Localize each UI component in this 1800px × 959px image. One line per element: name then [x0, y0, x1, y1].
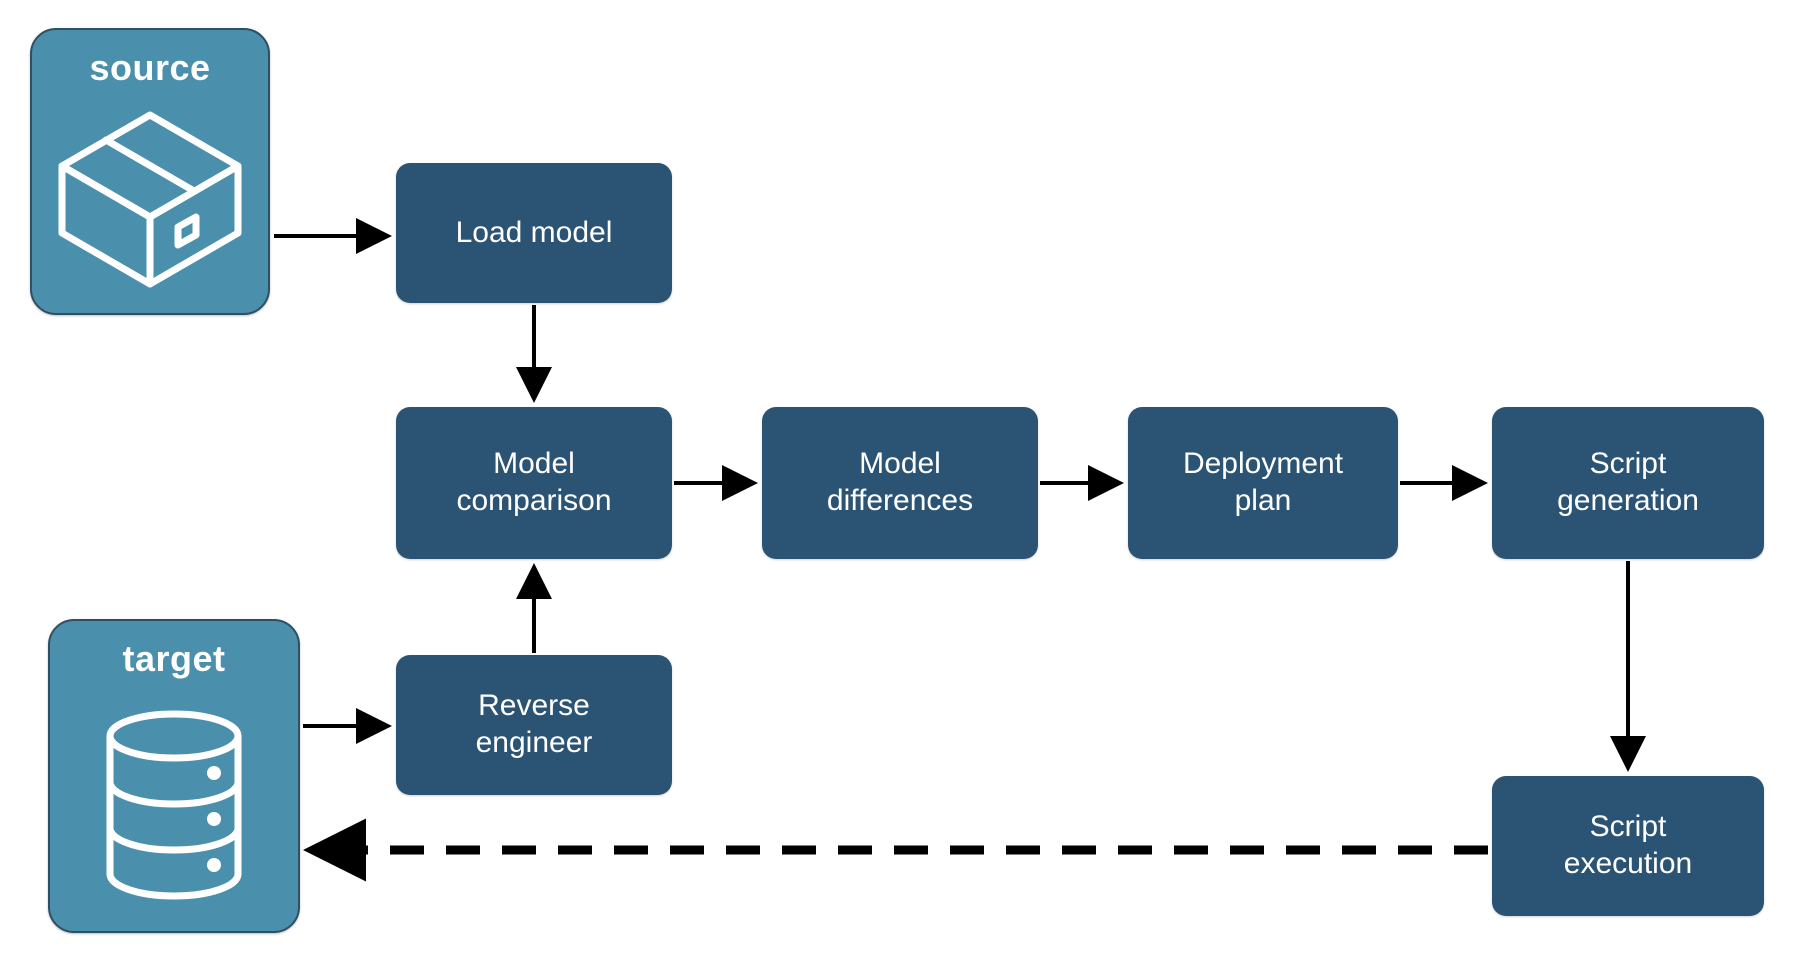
- package-box-icon: [32, 86, 268, 313]
- process-script-generation[interactable]: Script generation: [1492, 407, 1764, 559]
- process-model-comparison[interactable]: Model comparison: [396, 407, 672, 559]
- process-deployment-plan[interactable]: Deployment plan: [1128, 407, 1398, 559]
- endpoint-target-label: target: [122, 638, 226, 679]
- process-model-differences[interactable]: Model differences: [762, 407, 1038, 559]
- database-cylinder-icon: [50, 677, 298, 931]
- endpoint-source-label: source: [89, 47, 211, 88]
- endpoint-target[interactable]: target: [48, 619, 300, 933]
- endpoint-source[interactable]: source: [30, 28, 270, 315]
- process-load-model[interactable]: Load model: [396, 163, 672, 303]
- process-script-execution[interactable]: Script execution: [1492, 776, 1764, 916]
- process-reverse-engineer[interactable]: Reverse engineer: [396, 655, 672, 795]
